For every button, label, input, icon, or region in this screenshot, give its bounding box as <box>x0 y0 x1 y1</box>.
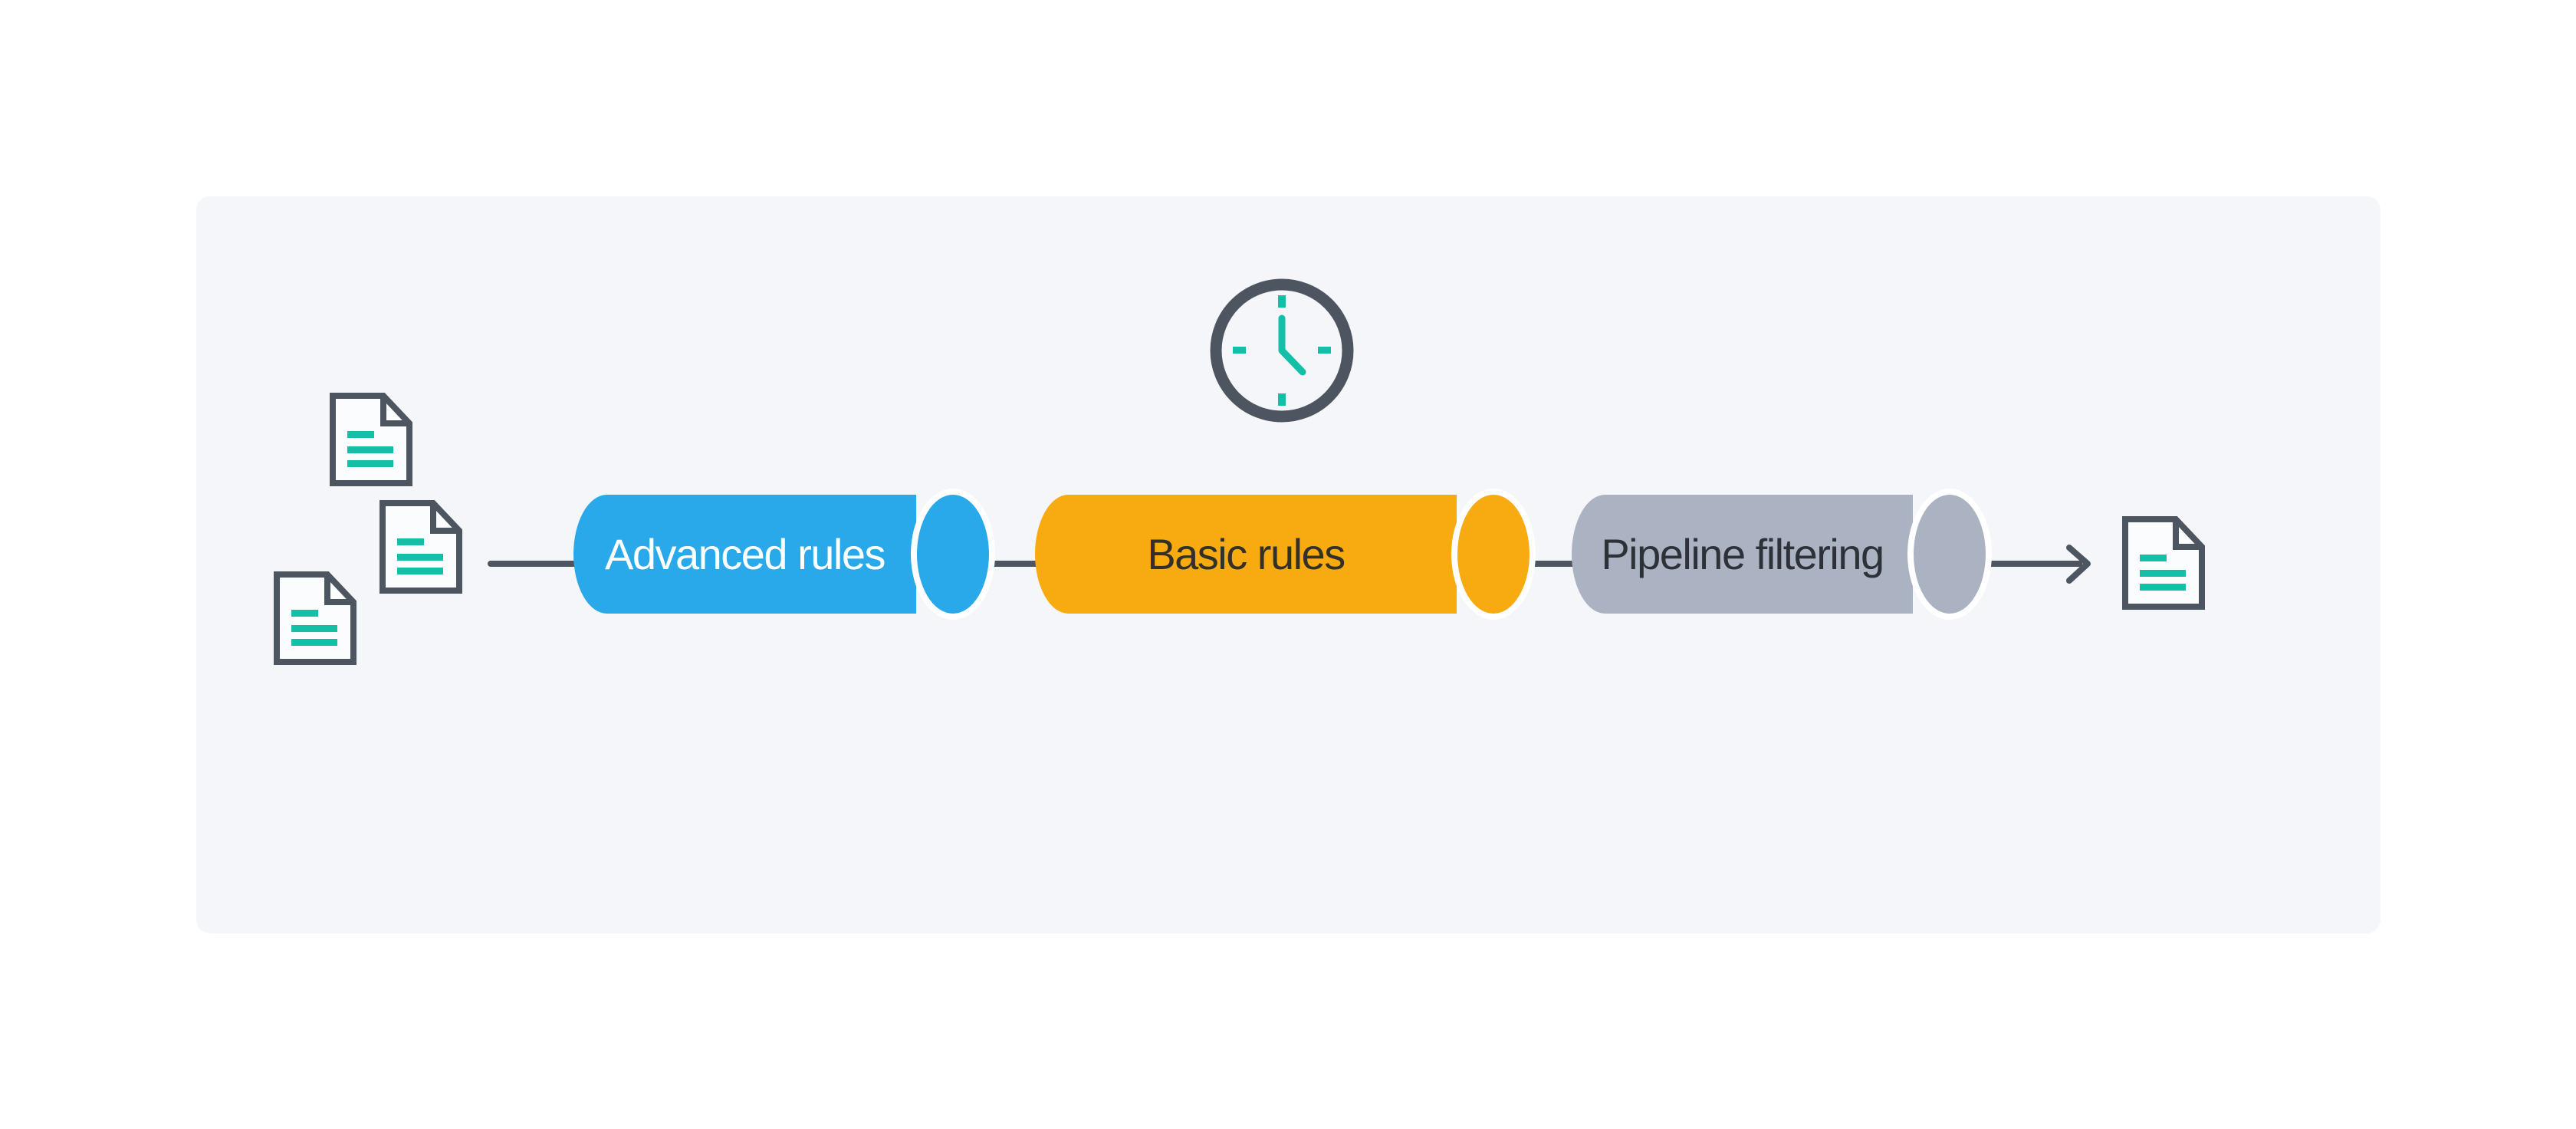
stage-label: Advanced rules <box>604 530 886 578</box>
connector-line <box>983 561 1037 567</box>
connector-line <box>488 561 575 567</box>
input-document-icon <box>274 571 356 665</box>
input-document-icon <box>330 393 412 486</box>
cylinder-body: Advanced rules <box>573 495 916 614</box>
cylinder-cap <box>1451 489 1536 620</box>
output-document-icon <box>2122 516 2205 610</box>
connector-line <box>1986 561 2082 567</box>
arrow-right-icon <box>2066 545 2091 584</box>
cylinder-body: Basic rules <box>1035 495 1457 614</box>
input-document-icon <box>380 500 462 594</box>
stage-label: Pipeline filtering <box>1601 530 1884 578</box>
cylinder-body: Pipeline filtering <box>1572 495 1913 614</box>
cylinder-cap <box>1907 489 1992 620</box>
clock-icon <box>1210 278 1354 423</box>
connector-line <box>1528 561 1574 567</box>
stage-label: Basic rules <box>1147 530 1346 578</box>
cylinder-cap <box>911 489 995 620</box>
